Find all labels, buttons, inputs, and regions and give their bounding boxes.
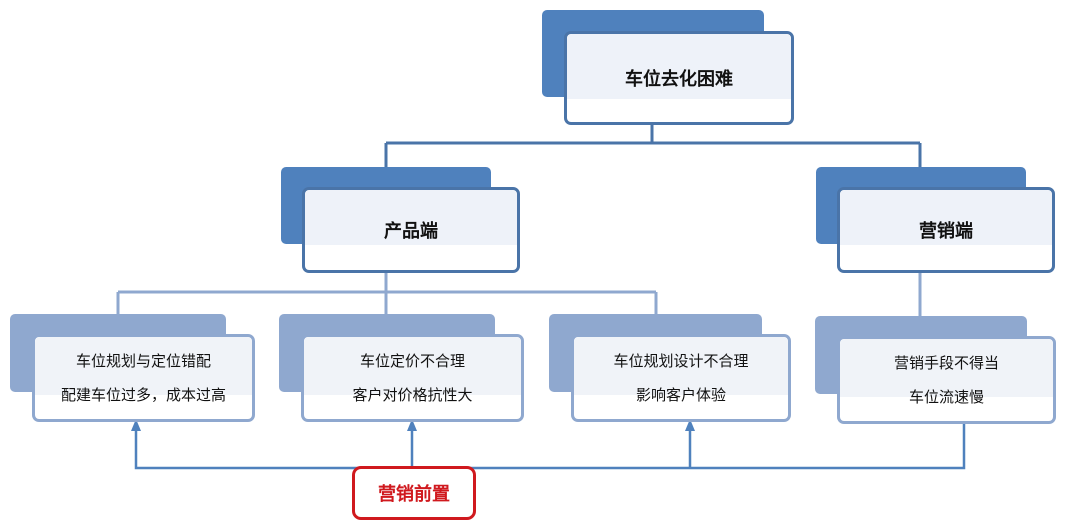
leaf-node-design: 车位规划设计不合理 影响客户体验 <box>549 314 791 422</box>
solution-tag-label: 营销前置 <box>378 484 450 505</box>
leaf-line-1: 营销手段不得当 <box>893 354 999 372</box>
leaf-line-1: 车位规划设计不合理 <box>613 352 749 370</box>
branch-node-product-box: 产品端 <box>302 187 520 273</box>
arrowhead-3 <box>685 419 695 431</box>
leaf-line-2: 影响客户体验 <box>635 386 726 404</box>
leaf-node-pricing-box: 车位定价不合理 客户对价格抗性大 <box>301 334 524 422</box>
leaf-node-pricing: 车位定价不合理 客户对价格抗性大 <box>279 314 524 422</box>
solution-tag: 营销前置 <box>352 466 476 520</box>
root-connector <box>384 124 922 190</box>
branch-node-product-label: 产品端 <box>384 221 438 242</box>
leaf-line-2: 配建车位过多，成本过高 <box>60 386 226 404</box>
solution-feedback-line <box>134 422 966 470</box>
branch-node-product: 产品端 <box>281 167 520 273</box>
product-connector <box>116 270 658 316</box>
leaf-line-2: 客户对价格抗性大 <box>352 386 473 404</box>
branch-node-marketing-box: 营销端 <box>837 187 1055 273</box>
leaf-node-marketing-methods-box: 营销手段不得当 车位流速慢 <box>837 336 1056 424</box>
leaf-node-planning-mismatch-box: 车位规划与定位错配 配建车位过多，成本过高 <box>32 334 255 422</box>
branch-node-marketing: 营销端 <box>816 167 1055 273</box>
root-node-box: 车位去化困难 <box>564 31 794 125</box>
arrowhead-1 <box>131 419 141 431</box>
leaf-line-1: 车位规划与定位错配 <box>75 352 211 370</box>
root-node: 车位去化困难 <box>542 10 794 125</box>
root-node-label: 车位去化困难 <box>625 69 733 90</box>
branch-node-marketing-label: 营销端 <box>919 221 973 242</box>
leaf-node-planning-mismatch: 车位规划与定位错配 配建车位过多，成本过高 <box>10 314 255 422</box>
leaf-node-design-box: 车位规划设计不合理 影响客户体验 <box>571 334 791 422</box>
arrowhead-2 <box>407 419 417 431</box>
leaf-line-1: 车位定价不合理 <box>359 352 465 370</box>
leaf-node-marketing-methods: 营销手段不得当 车位流速慢 <box>815 316 1056 424</box>
leaf-line-2: 车位流速慢 <box>908 388 984 406</box>
